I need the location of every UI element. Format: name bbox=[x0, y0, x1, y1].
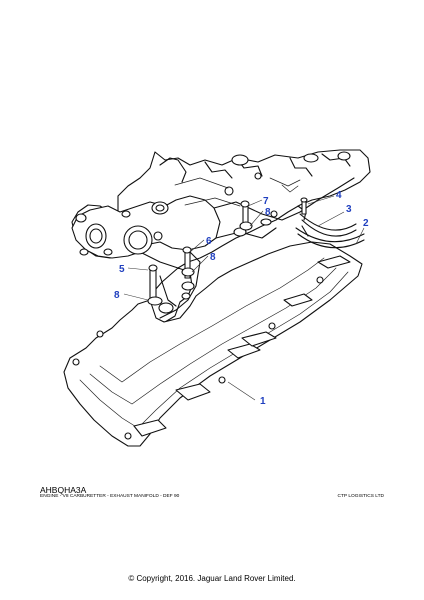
callout-7: 7 bbox=[263, 196, 269, 207]
callout-4: 4 bbox=[336, 190, 342, 201]
heat-shield-drawing bbox=[63, 241, 363, 447]
studs-and-nuts-drawing bbox=[147, 197, 308, 306]
copyright-notice: © Copyright, 2016. Jaguar Land Rover Lim… bbox=[128, 574, 296, 583]
callout-3: 3 bbox=[346, 204, 352, 215]
callout-8-lower: 8 bbox=[114, 290, 120, 301]
cylinder-head-drawing bbox=[71, 149, 371, 323]
callouts: 1 2 3 4 5 6 7 8 8 8 bbox=[114, 190, 369, 407]
callout-5: 5 bbox=[119, 264, 125, 275]
diagram-caption: ENGINE - V8 CARBURETTER - EXHAUST MANIFO… bbox=[40, 494, 180, 499]
callout-1: 1 bbox=[260, 396, 266, 407]
callout-8-middle: 8 bbox=[210, 252, 216, 263]
diagram-reference-code: AHBQHA3A bbox=[40, 485, 87, 495]
callout-2: 2 bbox=[363, 218, 369, 229]
callout-leader-lines bbox=[123, 195, 365, 401]
callout-6: 6 bbox=[206, 236, 212, 247]
callout-8-upper: 8 bbox=[265, 207, 271, 218]
supplier-name: CTP LOGISTICS LTD bbox=[337, 494, 384, 499]
